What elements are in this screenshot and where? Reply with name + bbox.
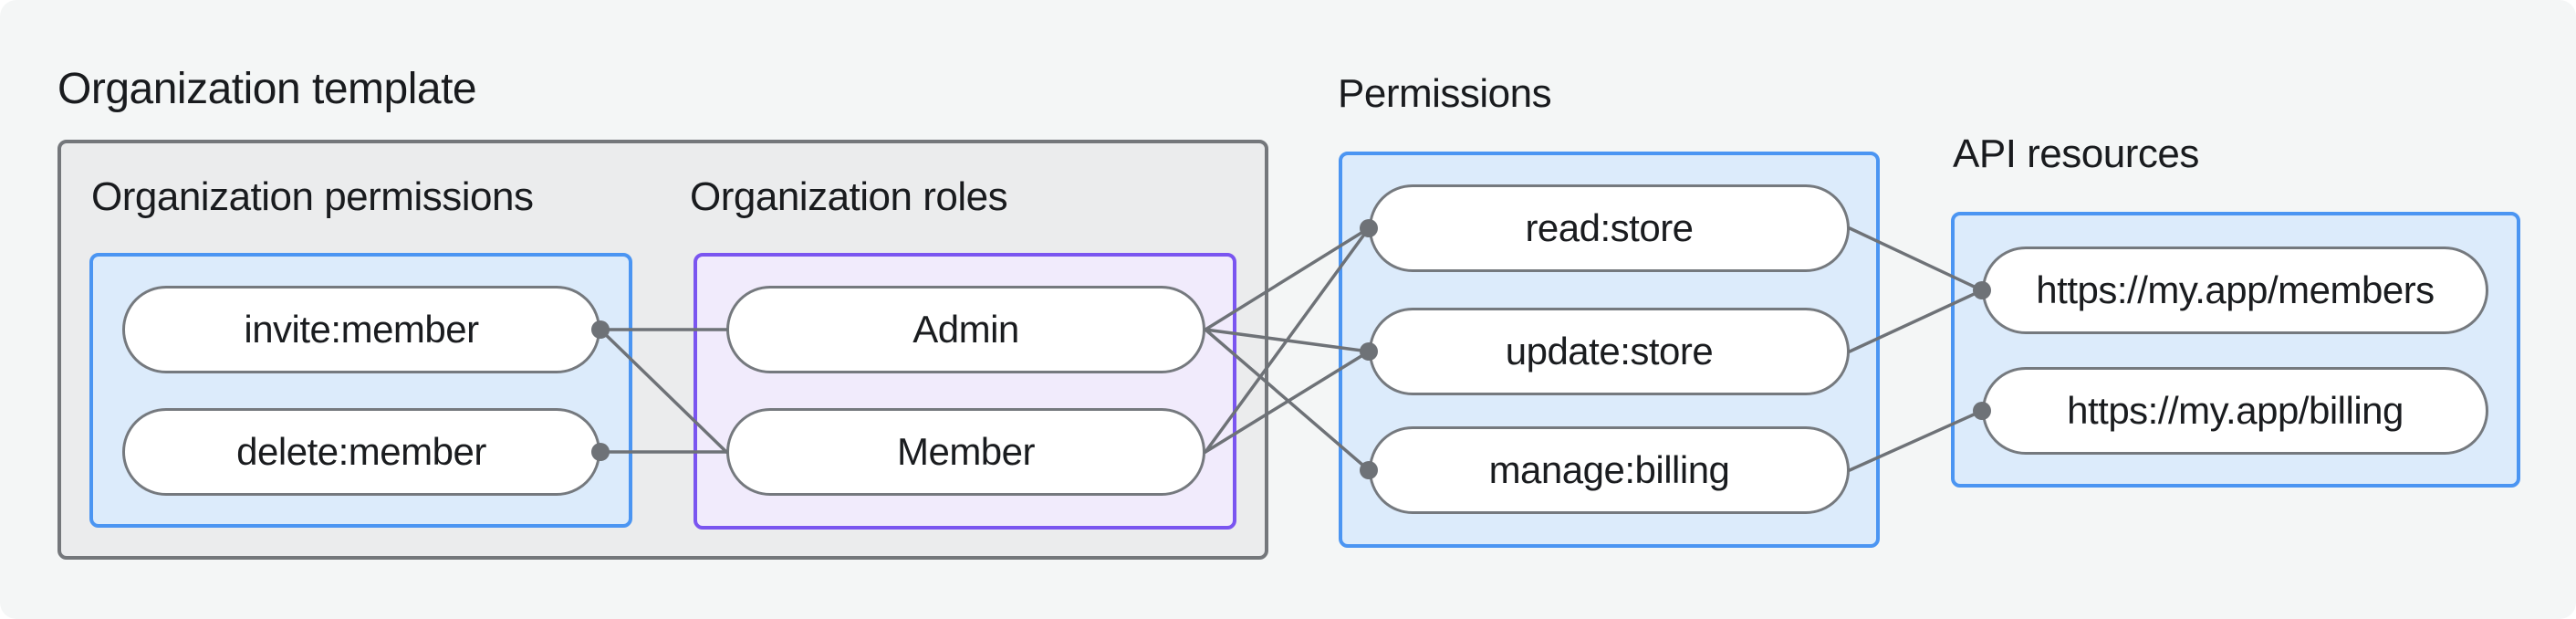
api-resources-label: API resources — [1953, 131, 2199, 176]
org-template-label: Organization template — [57, 65, 477, 113]
node-read-store: read:store — [1369, 184, 1850, 272]
node-manage-billing: manage:billing — [1369, 426, 1850, 514]
org-permissions-label: Organization permissions — [91, 174, 534, 219]
node-api-members-url: https://my.app/members — [1982, 247, 2488, 334]
org-roles-label: Organization roles — [690, 174, 1008, 219]
node-member: Member — [726, 408, 1205, 496]
node-admin: Admin — [726, 286, 1205, 373]
node-delete-member: delete:member — [122, 408, 600, 496]
permissions-label: Permissions — [1338, 71, 1552, 116]
node-api-billing-url: https://my.app/billing — [1982, 367, 2488, 455]
node-update-store: update:store — [1369, 308, 1850, 395]
node-invite-member: invite:member — [122, 286, 600, 373]
